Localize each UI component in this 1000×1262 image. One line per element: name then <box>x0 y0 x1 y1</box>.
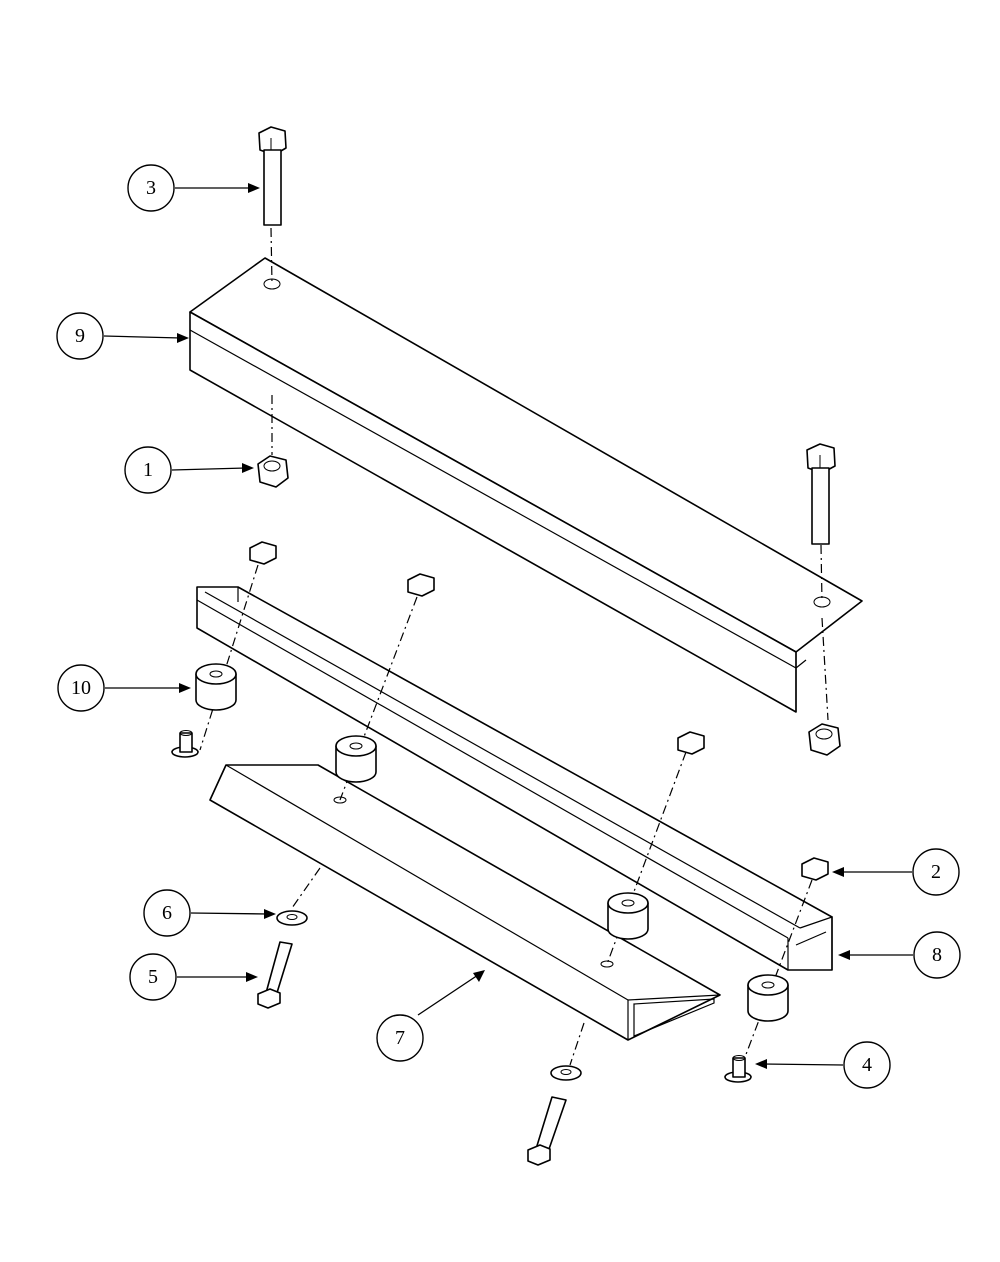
small-hex-nut-3 <box>677 731 705 755</box>
callout-balloon-10: 10 <box>57 664 105 712</box>
flanged-bushing-right <box>724 1055 752 1083</box>
lock-nut-left <box>257 455 289 488</box>
assembly-centerlines <box>199 227 829 1066</box>
channel-part <box>196 586 833 971</box>
hex-bolt-lower-middle <box>527 1096 567 1166</box>
leader-lines <box>103 183 913 1069</box>
callout-number: 3 <box>146 177 156 199</box>
callout-number: 9 <box>75 325 85 347</box>
flanged-bushing-left <box>171 730 199 758</box>
spacer-left <box>195 663 237 711</box>
callout-balloon-5: 5 <box>129 953 177 1001</box>
callout-balloon-1: 1 <box>124 446 172 494</box>
callout-balloon-6: 6 <box>143 889 191 937</box>
callout-balloon-7: 7 <box>376 1014 424 1062</box>
callout-number: 6 <box>162 902 172 924</box>
callout-number: 8 <box>932 944 942 966</box>
small-hex-nut-1 <box>249 541 277 565</box>
callout-balloon-8: 8 <box>913 931 961 979</box>
callout-number: 2 <box>931 861 941 883</box>
callout-balloon-2: 2 <box>912 848 960 896</box>
callout-balloon-4: 4 <box>843 1041 891 1089</box>
hex-bolt-upper-left <box>258 126 287 226</box>
small-hex-nut-4 <box>801 857 829 881</box>
spacer-middle <box>335 735 377 783</box>
washer-left <box>276 910 308 926</box>
spacer-right-lower <box>747 974 789 1022</box>
callout-number: 7 <box>395 1027 405 1049</box>
rectangular-tube-part <box>209 764 721 1041</box>
callout-number: 10 <box>71 677 91 699</box>
small-hex-nut-2 <box>407 573 435 597</box>
callout-number: 4 <box>862 1054 872 1076</box>
callout-balloon-9: 9 <box>56 312 104 360</box>
callout-balloon-3: 3 <box>127 164 175 212</box>
lock-nut-right <box>808 723 841 756</box>
spacer-right-upper <box>607 892 649 940</box>
washer-lower <box>550 1065 582 1081</box>
callout-number: 5 <box>148 966 158 988</box>
angle-bracket-part <box>189 257 863 713</box>
hex-bolt-lower-left <box>257 941 293 1009</box>
callout-number: 1 <box>143 459 153 481</box>
hex-bolt-upper-right <box>806 443 836 545</box>
